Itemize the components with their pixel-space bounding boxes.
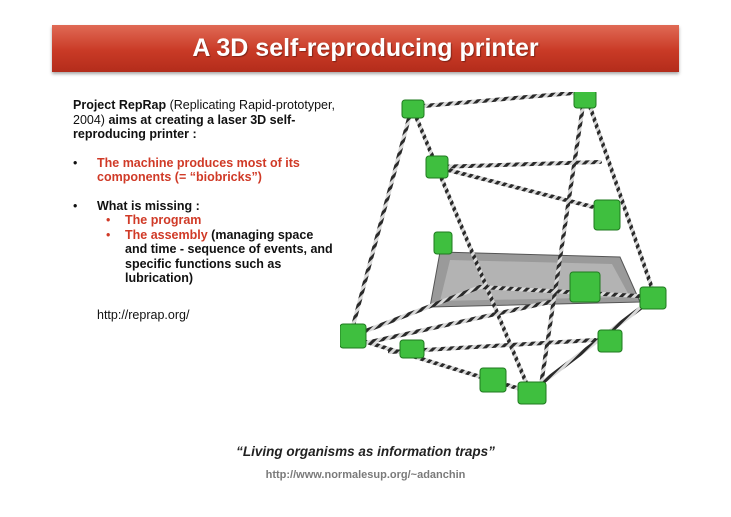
subbullet-assembly: • The assembly (managing space and time … <box>73 228 335 286</box>
title-bar: A 3D self-reproducing printer <box>52 25 679 72</box>
intro-paragraph: Project RepRap (Replicating Rapid-protot… <box>73 98 335 142</box>
bullet-components-text: The machine produces most of its compone… <box>97 155 300 185</box>
bullet-marker: • <box>73 198 78 213</box>
reprap-printer-image <box>340 92 667 405</box>
bullet-components: • The machine produces most of its compo… <box>73 156 335 185</box>
subbullet-assembly-text: (managing space and time - sequence of e… <box>125 227 333 286</box>
subbullet-program-text: The program <box>125 213 202 227</box>
subbullet-marker: • <box>106 227 111 242</box>
slide-title: A 3D self-reproducing printer <box>192 34 539 62</box>
text-column: Project RepRap (Replicating Rapid-protot… <box>73 98 335 322</box>
quote: “Living organisms as information traps” <box>236 444 495 459</box>
bullet-marker: • <box>73 155 78 170</box>
source-url[interactable]: http://www.normalesup.org/~adanchin <box>265 469 466 481</box>
subbullet-marker: • <box>106 213 111 227</box>
subbullet-program: • The program <box>73 213 335 228</box>
project-aims: aims at creating a laser 3D self-reprodu… <box>73 112 296 142</box>
bullet-missing: • What is missing : <box>73 199 335 214</box>
project-name: Project RepRap <box>73 98 167 112</box>
project-parenthetical: (Replicating Rapid-prototyper, 2004) <box>73 98 335 127</box>
bullet-missing-text: What is missing : <box>97 198 200 213</box>
reprap-url[interactable]: http://reprap.org/ <box>97 307 190 322</box>
subbullet-assembly-label: The assembly <box>125 227 208 242</box>
